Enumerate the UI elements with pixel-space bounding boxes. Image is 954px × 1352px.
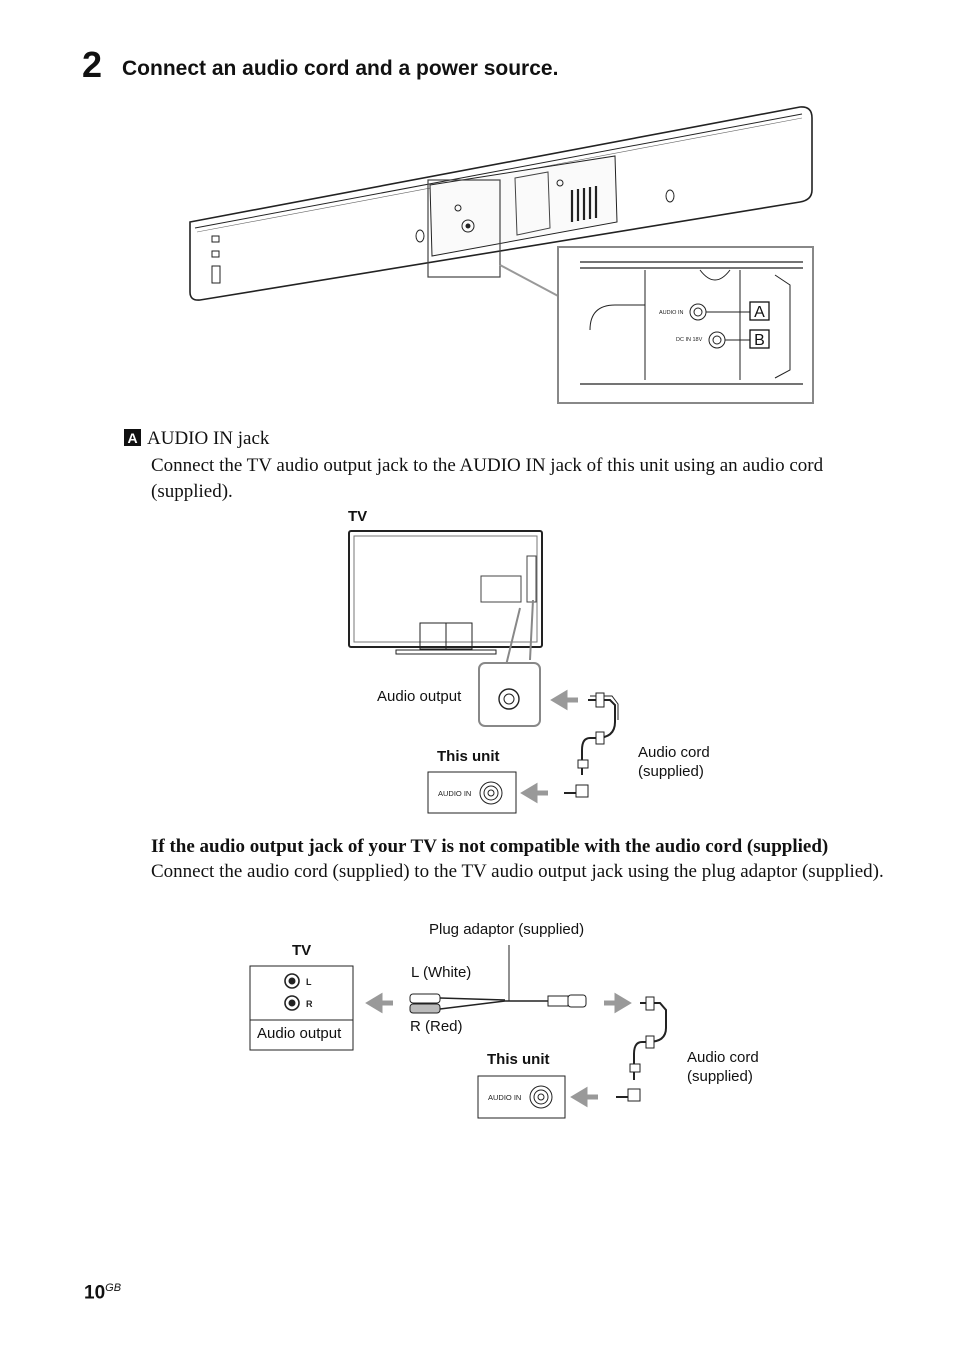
fig2-audio-cord-line2: (supplied)	[638, 763, 704, 780]
fig3-jack-l: L	[306, 977, 312, 987]
tv-connection-illustration: AUDIO IN	[348, 530, 619, 814]
marker-a: A	[754, 304, 765, 321]
step-title: Connect an audio cord and a power source…	[122, 57, 559, 80]
fig3-r-red-label: R (Red)	[410, 1018, 463, 1035]
fig2-unit-jack-text: AUDIO IN	[438, 789, 471, 798]
compat-heading: If the audio output jack of your TV is n…	[151, 836, 829, 857]
fig3-unit-jack-text: AUDIO IN	[488, 1093, 521, 1102]
fig2-audio-cord-label: Audio cord (supplied)	[638, 743, 710, 781]
marker-a-box	[749, 301, 770, 321]
fig3-jack-r: R	[306, 999, 313, 1009]
fig2-this-unit-label: This unit	[437, 748, 500, 765]
marker-b-box	[749, 329, 770, 349]
compat-body: Connect the audio cord (supplied) to the…	[151, 861, 884, 882]
fig3-l-white-label: L (White)	[411, 964, 472, 981]
soundbar-rear-illustration: AUDIO IN DC IN 18V A B	[189, 106, 814, 404]
fig3-audio-cord-label: Audio cord (supplied)	[687, 1048, 759, 1086]
plug-adaptor-illustration: L R AUDIO IN	[249, 945, 667, 1119]
page-number-value: 10	[84, 1282, 106, 1304]
section-a-body: Connect the TV audio output jack to the …	[151, 455, 824, 502]
fig2-audio-output-label: Audio output	[377, 688, 462, 705]
fig3-audio-cord-line2: (supplied)	[687, 1068, 753, 1085]
page-number-suffix: GB	[105, 1282, 122, 1294]
section-a-marker: A	[124, 429, 141, 446]
fig2-audio-cord-line1: Audio cord	[638, 744, 710, 761]
fig3-this-unit-label: This unit	[487, 1051, 550, 1068]
page-number: 10GB	[84, 1282, 121, 1304]
section-a-heading-row: A AUDIO IN jack	[124, 426, 884, 452]
fig3-tv-label: TV	[292, 942, 312, 959]
inset-audio-in-text: AUDIO IN	[659, 310, 683, 316]
fig3-plug-adaptor-label: Plug adaptor (supplied)	[429, 921, 585, 938]
fig3-audio-cord-line1: Audio cord	[687, 1049, 759, 1066]
inset-dc-in-text: DC IN 18V	[676, 337, 703, 343]
fig3-audio-output-label: Audio output	[257, 1025, 342, 1042]
step-number: 2	[82, 44, 103, 85]
section-a-heading: AUDIO IN jack	[147, 428, 270, 449]
fig2-tv-label: TV	[348, 508, 368, 525]
marker-b: B	[754, 332, 765, 349]
